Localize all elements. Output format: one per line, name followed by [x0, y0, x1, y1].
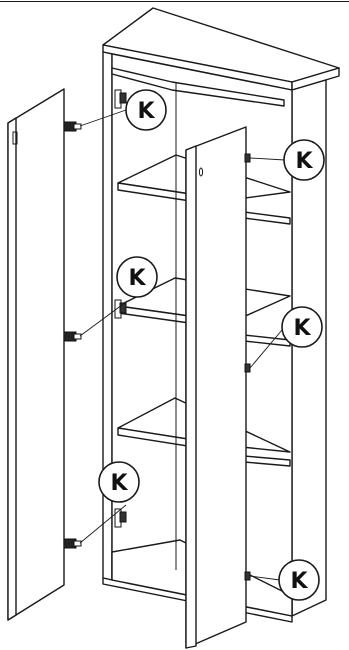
callout-k-5: K [98, 461, 140, 503]
left-door-edge [7, 117, 17, 621]
hinge-plate-right-bottom [244, 571, 251, 581]
cabinet-upper-rail [111, 67, 285, 107]
callout-k-1-label: K [137, 99, 155, 124]
leader-lines [79, 109, 286, 581]
hinge-plate-left-bottom [114, 508, 127, 528]
right-door-edge [185, 145, 197, 649]
callout-k-3: K [116, 256, 158, 298]
callout-k-2-label: K [295, 149, 313, 174]
left-door [7, 88, 65, 621]
right-door-handle-hole [198, 167, 204, 177]
hinge-plate-right-top [244, 153, 251, 163]
hinge-plate-right-middle [244, 363, 251, 373]
hinge-left-door-middle [63, 331, 82, 342]
callout-k-4-label: K [293, 316, 311, 341]
callout-k-4: K [281, 306, 323, 348]
hinge-plate-left-top [114, 89, 127, 109]
callout-k-6: K [278, 559, 320, 601]
hinge-left-door-bottom [63, 538, 82, 549]
cabinet-hinge-plates [114, 89, 251, 581]
callout-k-6-label: K [290, 569, 308, 594]
callout-k-3-label: K [128, 266, 146, 291]
right-door [185, 126, 247, 649]
hinge-left-door-top [63, 121, 82, 132]
callout-k-2: K [283, 139, 325, 181]
hinge-plate-left-middle [114, 299, 127, 319]
left-door-handle-slot [12, 131, 18, 145]
left-door-hinges [63, 121, 82, 549]
callout-k-5-label: K [110, 471, 128, 496]
cabinet-top-side-edge [291, 67, 340, 91]
callout-k-1: K [125, 89, 167, 131]
